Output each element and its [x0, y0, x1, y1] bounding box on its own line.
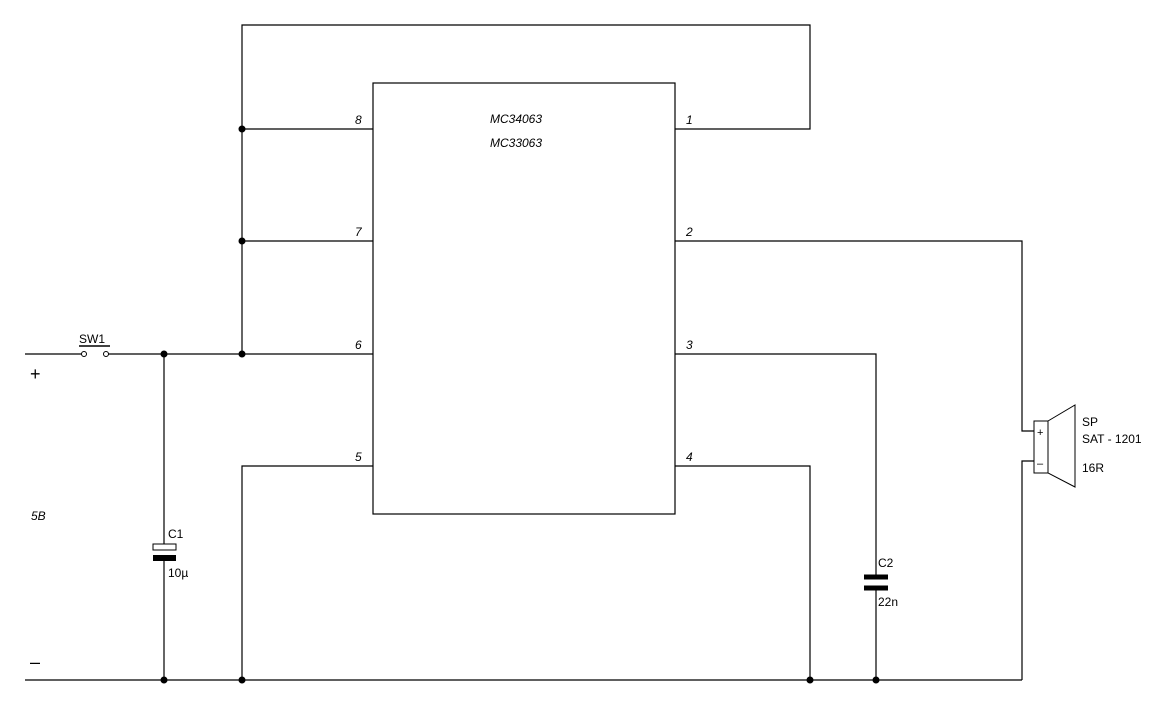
switch-contact-left	[81, 351, 87, 357]
switch-ref-label: SW1	[79, 332, 105, 346]
pin-label-1: 1	[686, 113, 693, 127]
wire-pin4-ground	[675, 465, 811, 680]
supply-voltage-label: 5B	[31, 509, 46, 523]
wire-pin1-pin8-loop	[241, 24, 811, 354]
supply-plus-sign: +	[30, 364, 41, 384]
c1-value-label: 10µ	[168, 566, 188, 580]
c2-value-label: 22n	[878, 595, 898, 609]
switch-contact-right	[103, 351, 109, 357]
speaker-ref-label: SP	[1082, 415, 1098, 429]
pin-label-2: 2	[685, 225, 693, 239]
wire-speaker-ground	[1021, 460, 1034, 680]
c1-ref-label: C1	[168, 527, 184, 541]
pin-label-6: 6	[355, 338, 362, 352]
speaker-plus-terminal: +	[1037, 427, 1043, 439]
capacitor-c2: C2 22n	[864, 556, 898, 609]
wire-pin2-speaker	[675, 240, 1034, 432]
junction-dot	[806, 676, 814, 684]
ic-body	[372, 82, 676, 515]
junction-dot	[872, 676, 880, 684]
c1-positive-plate	[152, 543, 177, 551]
junction-dot	[238, 125, 246, 133]
junction-dot	[238, 350, 246, 358]
speaker-minus-terminal: –	[1037, 458, 1044, 470]
junction-dot	[238, 676, 246, 684]
ic-name-primary: MC34063	[490, 112, 542, 126]
pin-label-8: 8	[355, 113, 362, 127]
speaker-model-label: SAT - 1201	[1082, 432, 1142, 446]
c1-negative-plate	[153, 555, 176, 561]
pin-label-4: 4	[686, 450, 693, 464]
junction-dot	[160, 350, 168, 358]
supply-minus-sign: –	[30, 652, 40, 672]
capacitor-c1: C1 10µ	[152, 527, 188, 580]
pin-label-7: 7	[355, 225, 363, 239]
junction-dots	[160, 125, 880, 684]
pin-label-5: 5	[355, 450, 362, 464]
junction-dot	[160, 676, 168, 684]
junction-dot	[238, 237, 246, 245]
speaker-impedance-label: 16R	[1082, 461, 1104, 475]
c2-ref-label: C2	[878, 556, 894, 570]
wire-pin3-c2	[675, 353, 877, 576]
speaker-cone	[1047, 404, 1076, 488]
speaker-sp: + – SP SAT - 1201 16R	[1033, 404, 1142, 488]
ic-name-secondary: MC33063	[490, 136, 542, 150]
wire-pin5-ground	[241, 465, 373, 680]
wires	[25, 24, 1034, 681]
switch-sw1: SW1	[79, 332, 110, 357]
pin-label-3: 3	[686, 338, 693, 352]
